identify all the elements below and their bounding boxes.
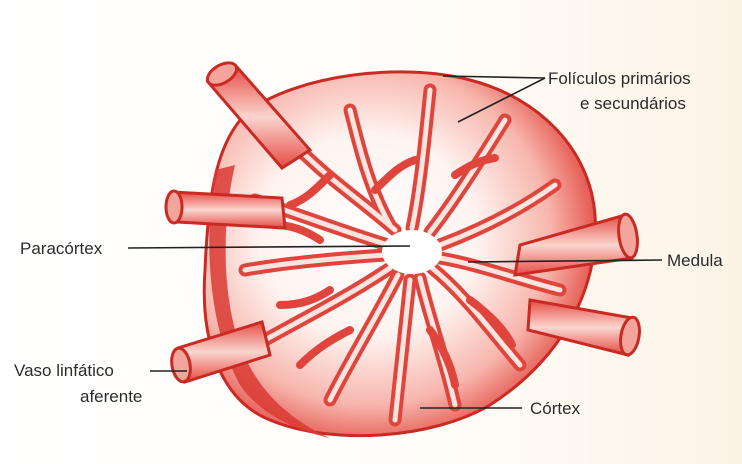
afferent-vessel-middle (166, 191, 285, 228)
label-vaso-line1: Vaso linfático (14, 360, 114, 381)
label-folicles-line2: e secundários (580, 93, 686, 114)
label-vaso-line2: aferente (80, 386, 142, 407)
label-folicles-line1: Folículos primários (548, 68, 691, 89)
label-medula: Medula (667, 250, 723, 271)
label-cortex: Córtex (530, 398, 580, 419)
label-paracortex: Paracórtex (20, 238, 102, 259)
